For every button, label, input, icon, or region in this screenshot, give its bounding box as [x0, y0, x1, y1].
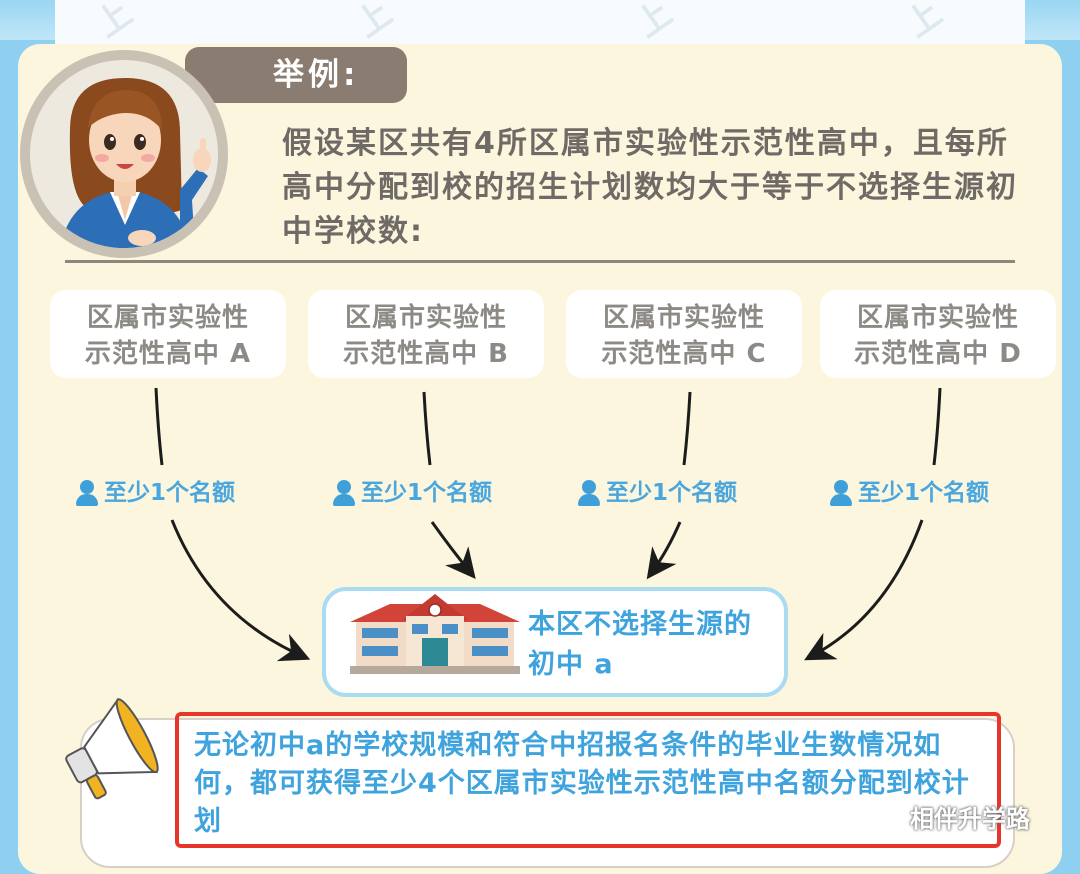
school-a-line2: 示范性高中 A [84, 339, 252, 369]
previous-panel: 上 上 上 上 [55, 0, 1025, 46]
quota-text: 至少1个名额 [361, 480, 493, 506]
highlight-frame [175, 712, 1001, 848]
example-tag: 举例: [185, 47, 407, 103]
quota-label-a: 至少1个名额 [76, 476, 235, 510]
watermark-account: 相伴升学路 [910, 804, 1030, 833]
teacher-avatar [20, 50, 228, 258]
school-c-line2: 示范性高中 C [601, 339, 767, 369]
divider [65, 260, 1015, 263]
teacher-illustration-icon [60, 78, 211, 248]
school-d-line1: 区属市实验性 [856, 303, 1019, 333]
arrow-c-top [682, 391, 692, 466]
quota-text: 至少1个名额 [606, 480, 738, 506]
person-icon [76, 479, 98, 507]
quota-label-d: 至少1个名额 [830, 476, 989, 510]
school-box-c: 区属市实验性 示范性高中 C [566, 290, 802, 378]
school-b-line2: 示范性高中 B [343, 339, 509, 369]
school-box-d: 区属市实验性 示范性高中 D [820, 290, 1056, 378]
conclusion-panel [80, 718, 1015, 868]
megaphone-icon [65, 697, 159, 800]
school-box-a: 区属市实验性 示范性高中 A [50, 290, 286, 378]
conclusion-text: 无论初中a的学校规模和符合中招报名条件的毕业生数情况如何，都可获得至少4个区属市… [194, 730, 970, 837]
arrow-d-top [932, 387, 942, 466]
school-d-line2: 示范性高中 D [854, 339, 1022, 369]
arrow-a-top [154, 387, 164, 466]
intro-text: 假设某区共有4所区属市实验性示范性高中，且每所高中分配到校的招生计划数均大于等于… [282, 126, 1018, 249]
arrow-a [170, 519, 311, 662]
wechat-icon [868, 802, 902, 830]
person-icon [830, 479, 852, 507]
wechat-watermark: 相伴升学路 [868, 800, 1030, 833]
quota-label-c: 至少1个名额 [578, 476, 737, 510]
school-building-icon [350, 594, 520, 674]
quota-text: 至少1个名额 [104, 480, 236, 506]
arrow-b-top [422, 391, 432, 466]
target-line2: 初中 a [528, 649, 614, 680]
person-icon [578, 479, 600, 507]
quota-label-b: 至少1个名额 [333, 476, 492, 510]
school-a-line1: 区属市实验性 [86, 303, 249, 333]
person-icon [333, 479, 355, 507]
arrow-c [646, 521, 682, 580]
arrow-d [804, 519, 924, 661]
arrow-b [430, 521, 476, 579]
school-b-line1: 区属市实验性 [344, 303, 507, 333]
target-line1: 本区不选择生源的 [528, 609, 752, 640]
quota-text: 至少1个名额 [858, 480, 990, 506]
target-school-label: 本区不选择生源的 初中 a [528, 605, 778, 685]
school-box-b: 区属市实验性 示范性高中 B [308, 290, 544, 378]
school-c-line1: 区属市实验性 [602, 303, 765, 333]
